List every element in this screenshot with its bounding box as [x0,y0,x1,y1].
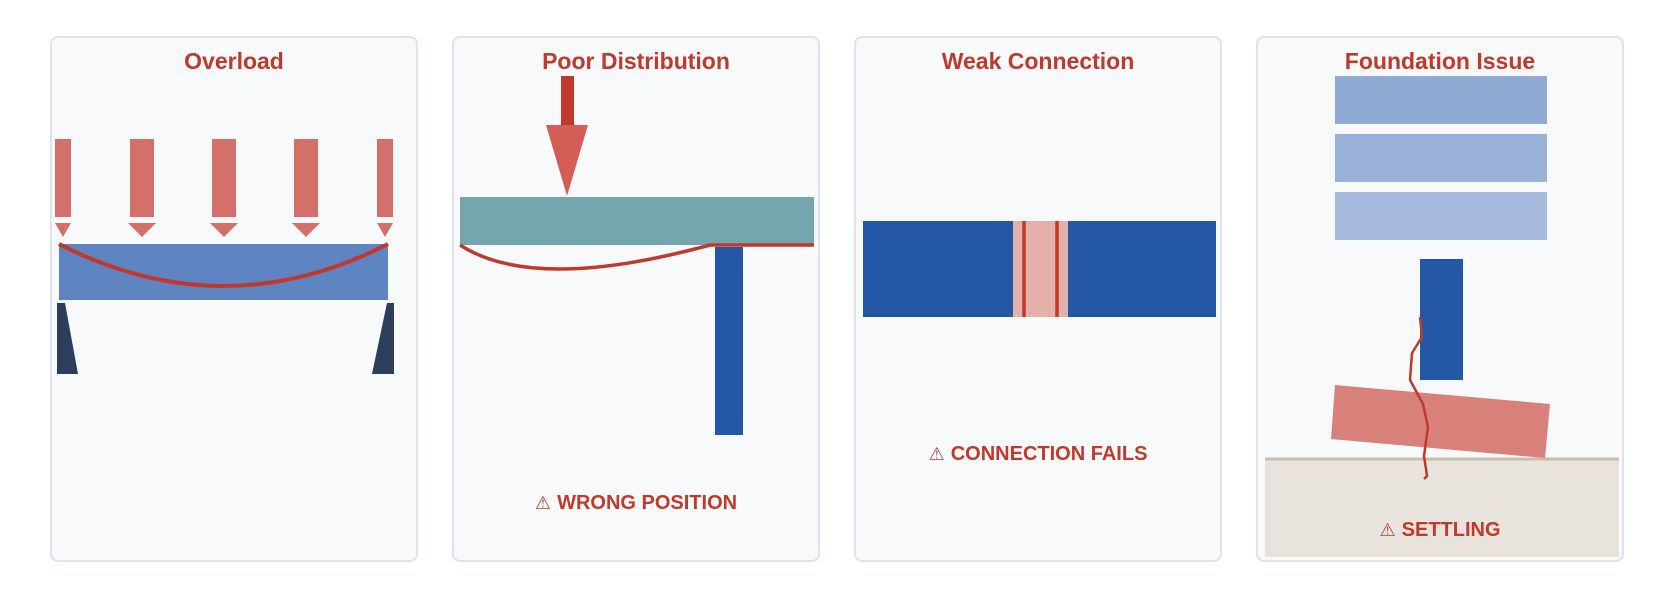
slab [460,197,814,245]
warning-icon: ⚠ [534,493,552,514]
warning-text: SETTLING [1401,519,1501,541]
warning-label: ⚠WRONG POSITION [454,492,818,515]
right-member [1068,221,1216,317]
overload-diagram [55,139,394,374]
left-support [57,303,78,374]
panel-title: Poor Distribution [542,48,730,74]
load-arrow [292,139,320,237]
ground [1265,459,1619,557]
deflection-curve [58,242,389,288]
warning-icon: ⚠ [1379,520,1396,541]
poor-distribution-diagram [459,76,814,435]
load-arrow [210,139,238,237]
load-arrow [377,139,393,237]
foundation-issue-panel: Foundation Issue ⚠SETTLING [1256,36,1624,562]
poor-distribution-panel: Poor Distribution ⚠WRONG POSITION [452,36,820,562]
right-support [372,303,394,374]
load-arrow [128,139,156,237]
panel-title: Foundation Issue [1344,48,1536,74]
warning-icon: ⚠ [928,444,945,465]
overload-panel: Overload [50,36,418,562]
load-arrows [55,139,393,237]
column [1420,259,1463,380]
column [715,247,743,435]
panel-title: Overload [184,48,284,74]
floor-slab [1335,76,1547,124]
tilted-footing [1331,385,1550,458]
warning-text: CONNECTION FAILS [950,443,1148,465]
floor-slab [1335,134,1547,182]
warning-label: ⚠CONNECTION FAILS [856,443,1220,466]
weak-connection-diagram [863,221,1216,317]
crack-line [1408,316,1430,480]
point-load-arrow [546,76,588,196]
foundation-issue-diagram [1265,76,1619,557]
warning-label: ⚠SETTLING [1258,519,1622,542]
beam [59,244,388,300]
weak-joint [1013,221,1068,317]
left-member [863,221,1013,317]
load-arrow [55,139,71,237]
floor-slab [1335,192,1547,240]
weak-connection-panel: Weak Connection ⚠CONNECTION FAILS [854,36,1222,562]
panel-title: Weak Connection [941,48,1135,74]
slab-deflection [459,243,814,271]
warning-text: WRONG POSITION [557,492,738,514]
